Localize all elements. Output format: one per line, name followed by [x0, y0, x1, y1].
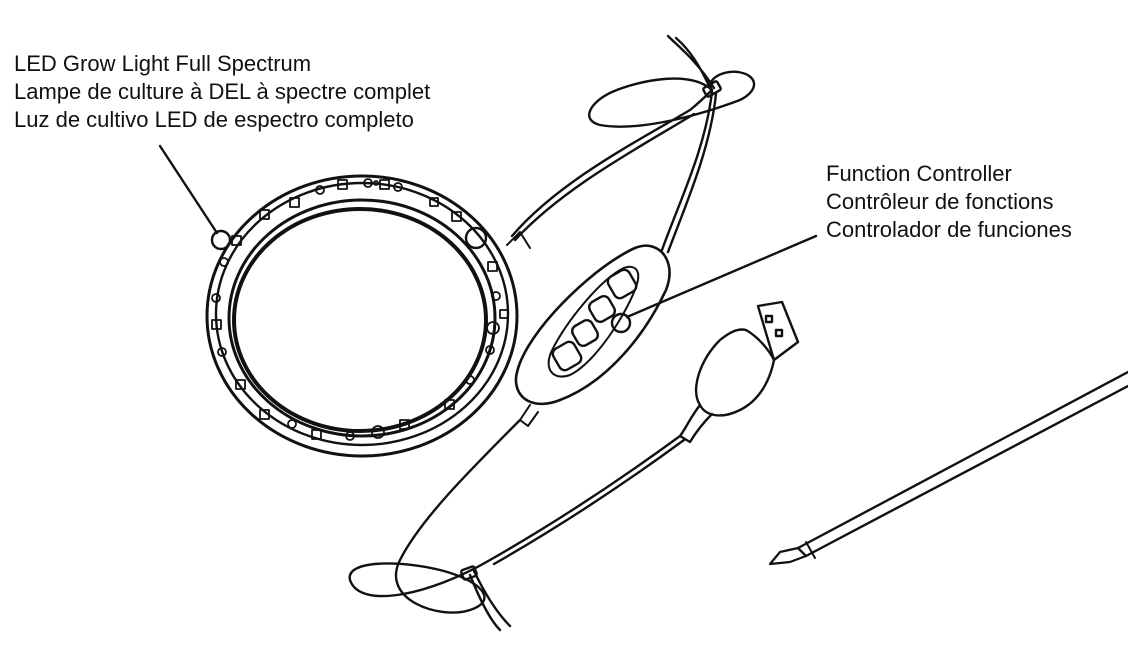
function-controller-label-fr: Contrôleur de fonctions — [826, 188, 1072, 216]
controller-icon — [516, 246, 670, 426]
grow-light-label-en: LED Grow Light Full Spectrum — [14, 50, 430, 78]
grow-light-label: LED Grow Light Full Spectrum Lampe de cu… — [14, 50, 430, 134]
upper-cable-icon — [507, 36, 754, 252]
grow-light-label-fr: Lampe de culture à DEL à spectre complet — [14, 78, 430, 106]
grow-light-leader-line — [160, 146, 217, 233]
grow-light-label-es: Luz de cultivo LED de espectro completo — [14, 106, 430, 134]
function-controller-label-en: Function Controller — [826, 160, 1072, 188]
led-ring-icon — [207, 176, 517, 456]
function-controller-label: Function Controller Contrôleur de foncti… — [826, 160, 1072, 244]
function-controller-label-es: Controlador de funciones — [826, 216, 1072, 244]
usb-plug-icon — [680, 302, 798, 442]
stake-icon — [770, 372, 1128, 564]
